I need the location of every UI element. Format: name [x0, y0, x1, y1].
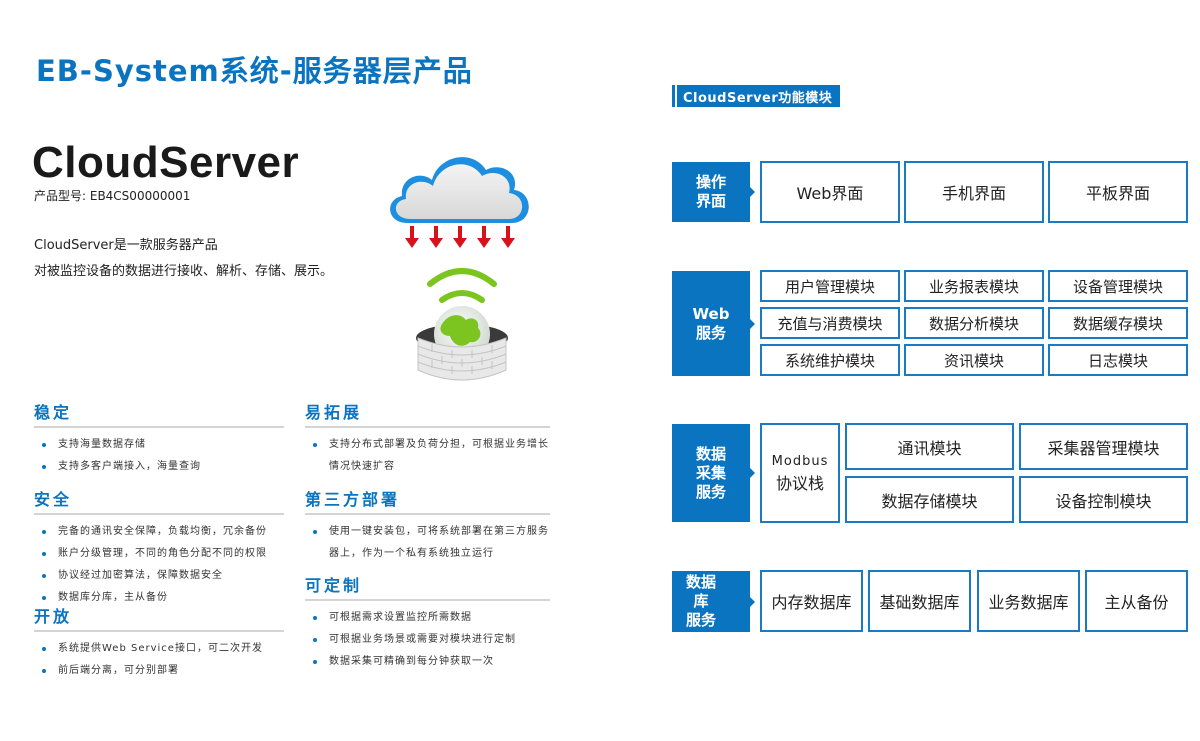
feature-item: 使用一键安装包，可将系统部署在第三方服务器上，作为一个私有系统独立运行: [305, 521, 550, 565]
feature-title: 第三方部署: [305, 486, 550, 515]
cloud-icon: [390, 157, 529, 223]
feature-item: 系统提供Web Service接口，可二次开发: [34, 638, 284, 660]
row-label-web: Web 服务: [672, 271, 755, 376]
feature-item: 支持分布式部署及负荷分担，可根据业务增长情况快速扩容: [305, 434, 550, 478]
module-news: 资讯模块: [904, 344, 1044, 376]
feature-item: 数据库分库，主从备份: [34, 587, 284, 609]
module-system-maintenance: 系统维护模块: [760, 344, 900, 376]
feature-item: 完备的通讯安全保障，负载均衡，冗余备份: [34, 521, 284, 543]
module-base-db: 基础数据库: [868, 570, 971, 632]
feature-open: 开放 系统提供Web Service接口，可二次开发 前后端分离，可分别部署: [34, 603, 284, 682]
feature-title: 可定制: [305, 572, 550, 601]
module-business-report: 业务报表模块: [904, 270, 1044, 302]
row-label-line: 服务: [695, 482, 726, 501]
feature-security: 安全 完备的通讯安全保障，负载均衡，冗余备份 账户分级管理，不同的角色分配不同的…: [34, 486, 284, 609]
cloud-server-illustration: [390, 157, 529, 381]
module-collector-management: 采集器管理模块: [1019, 423, 1188, 470]
module-data-cache: 数据缓存模块: [1048, 307, 1188, 339]
module-user-management: 用户管理模块: [760, 270, 900, 302]
row-label-db: 数据库 服务: [672, 571, 755, 632]
page-title: EB-System系统-服务器层产品: [36, 54, 473, 88]
feature-item: 可根据需求设置监控所需数据: [305, 607, 550, 629]
row-label-line: 操作: [695, 173, 726, 191]
tag-accent-bar: [672, 85, 675, 107]
module-tablet-ui: 平板界面: [1048, 161, 1188, 223]
feature-item: 数据采集可精确到每分钟获取一次: [305, 651, 550, 673]
module-modbus-stack: Modbus 协议栈: [760, 423, 840, 523]
module-data-analysis: 数据分析模块: [904, 307, 1044, 339]
modules-section-title: CloudServer功能模块: [677, 85, 841, 107]
feature-item: 支持海量数据存储: [34, 434, 284, 456]
module-web-ui: Web界面: [760, 161, 900, 223]
product-name: CloudServer: [32, 138, 300, 187]
feature-scalable: 易拓展 支持分布式部署及负荷分担，可根据业务增长情况快速扩容: [305, 399, 550, 478]
feature-title: 开放: [34, 603, 284, 632]
row-label-line: 数据库: [685, 573, 716, 610]
row-label-ui: 操作 界面: [672, 162, 755, 222]
modbus-label: Modbus: [771, 454, 829, 469]
feature-title: 安全: [34, 486, 284, 515]
row-label-line: 服务: [685, 611, 716, 629]
row-label-line: 数据: [695, 444, 726, 463]
modules-section-tag: CloudServer功能模块: [672, 85, 841, 107]
globe-firewall-icon: [416, 306, 508, 381]
product-description-line: CloudServer是一款服务器产品: [34, 238, 218, 253]
module-memory-db: 内存数据库: [760, 570, 863, 632]
feature-third-party: 第三方部署 使用一键安装包，可将系统部署在第三方服务器上，作为一个私有系统独立运…: [305, 486, 550, 565]
feature-title: 稳定: [34, 399, 284, 428]
feature-item: 账户分级管理，不同的角色分配不同的权限: [34, 543, 284, 565]
product-model: 产品型号: EB4CS00000001: [34, 189, 191, 203]
module-log: 日志模块: [1048, 344, 1188, 376]
module-business-db: 业务数据库: [977, 570, 1080, 632]
module-device-control: 设备控制模块: [1019, 476, 1188, 523]
feature-item: 前后端分离，可分别部署: [34, 660, 284, 682]
module-mobile-ui: 手机界面: [904, 161, 1044, 223]
module-data-storage: 数据存储模块: [845, 476, 1014, 523]
feature-stable: 稳定 支持海量数据存储 支持多客户端接入，海量查询: [34, 399, 284, 478]
row-label-collect: 数据 采集 服务: [672, 424, 755, 522]
download-arrows-icon: [405, 226, 515, 248]
feature-item: 可根据业务场景或需要对模块进行定制: [305, 629, 550, 651]
product-description-line: 对被监控设备的数据进行接收、解析、存储、展示。: [34, 264, 334, 279]
module-recharge-consumption: 充值与消费模块: [760, 307, 900, 339]
feature-title: 易拓展: [305, 399, 550, 428]
row-label-line: 界面: [695, 192, 726, 210]
protocol-stack-label: 协议栈: [775, 474, 824, 493]
module-device-management: 设备管理模块: [1048, 270, 1188, 302]
feature-item: 支持多客户端接入，海量查询: [34, 456, 284, 478]
module-communication: 通讯模块: [845, 423, 1014, 470]
module-master-slave-backup: 主从备份: [1085, 570, 1188, 632]
row-label-line: 服务: [695, 323, 726, 342]
feature-item: 协议经过加密算法，保障数据安全: [34, 565, 284, 587]
row-label-line: Web: [692, 304, 730, 323]
row-label-line: 采集: [695, 463, 726, 482]
feature-customizable: 可定制 可根据需求设置监控所需数据 可根据业务场景或需要对模块进行定制 数据采集…: [305, 572, 550, 673]
